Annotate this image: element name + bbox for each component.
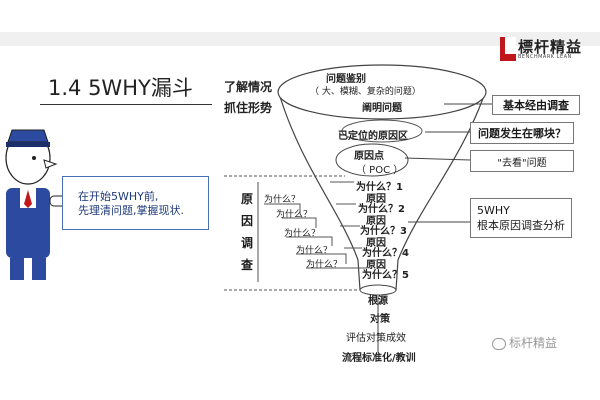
funnel-standardize: 流程标准化/教训 [342,353,416,364]
funnel-evaluate: 评估对策成效 [346,333,406,344]
funnel-top-sub: （ 大、模糊、复杂的问题） [310,87,421,97]
why-staircase [264,203,360,269]
funnel-root: 根源 [368,296,388,307]
label-understand: 了解情况 [224,80,273,94]
investigation-label-3: 调 [240,236,253,250]
funnel-cause-3: 原因 [366,238,386,249]
watermark-text: 标杆精益 [509,336,558,350]
investigation-why-1: 为什么？ [264,195,301,205]
watermark: 标杆精益 [492,334,557,351]
funnel-top-ellipse [277,64,487,120]
funnel-why-3: 为什么？3 [360,226,407,237]
intro-box [62,176,209,230]
investigation-why-5: 为什么？ [306,260,343,270]
funnel-why-4: 为什么？4 [362,248,409,259]
box-go-see: "去看"问题 [470,150,574,172]
investigation-label-1: 原 [240,192,253,206]
header-bar [0,32,600,46]
investigation-why-2: 为什么？ [276,210,313,220]
title-underline [40,104,212,105]
funnel-cause-1: 原因 [366,194,386,205]
funnel-cause-4: 原因 [366,260,386,271]
logo-text: 標杆精益 [518,38,583,56]
located-ellipse [341,119,423,143]
connector-gosee [404,157,471,161]
intro-text: 在开始5WHY前, 先理清问题,掌握现状. [78,190,184,217]
investigation-label-4: 查 [240,258,253,272]
investigation-why-3: 为什么？ [284,229,321,239]
funnel-located: 已定位的原因区 [338,131,408,142]
funnel-countermeasure: 对策 [370,314,390,325]
funnel-clarify: 阐明问题 [362,103,402,114]
funnel-poc: （ POC ） [356,165,404,176]
investigation-why-4: 为什么？ [296,246,333,256]
funnel-top-label: 问题鉴别 [326,74,366,85]
logo-icon [500,37,516,61]
funnel-why-1: 为什么？1 [356,182,403,193]
slide-title: 1.4 5WHY漏斗 [48,76,193,100]
funnel-cause-2: 原因 [366,216,386,227]
wechat-icon [492,337,506,350]
box-5why-line2: 根本原因调查分析 [477,218,565,232]
box-where-problem: 问题发生在哪块？ [470,122,574,144]
funnel-why-5: 为什么？5 [362,270,409,281]
why-arrows [330,181,366,269]
investigation-label-2: 因 [240,214,253,228]
box-basic-investigation: 基本经由调查 [492,95,580,115]
label-grasp: 抓住形势 [224,101,273,115]
funnel-cause-point: 原因点 [354,151,384,162]
poc-ellipse [335,143,409,177]
police-mascot-icon [5,129,69,280]
funnel-bottom-ellipse [359,284,397,296]
box-5why: 5WHY 根本原因调查分析 [470,198,572,238]
box-5why-line1: 5WHY [477,203,510,217]
logo-subtext: BENCHMARK LEAN [518,54,572,60]
funnel-why-2: 为什么？2 [358,204,405,215]
